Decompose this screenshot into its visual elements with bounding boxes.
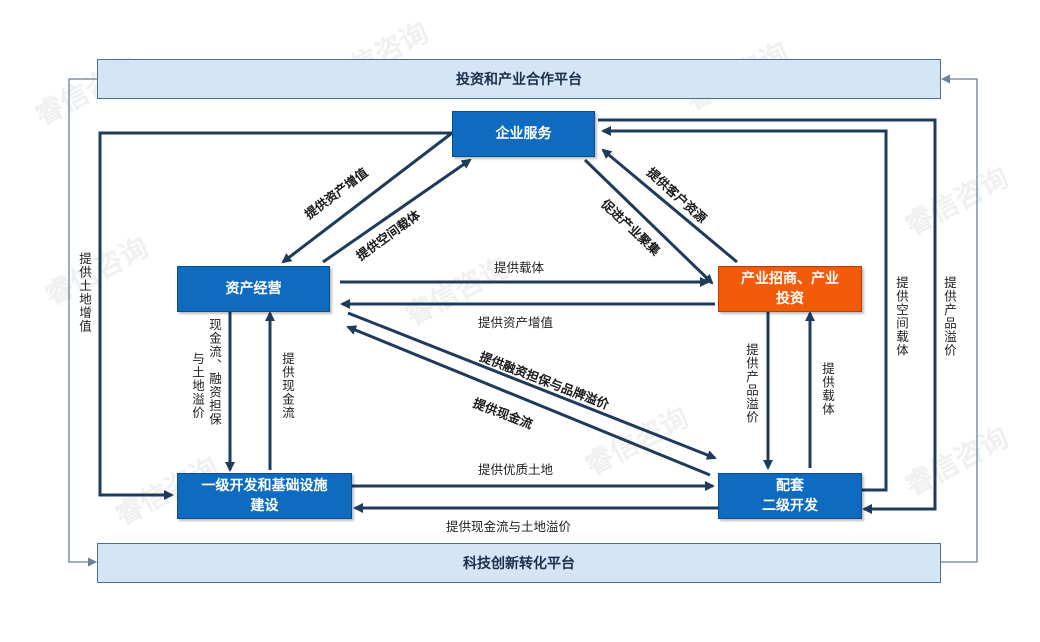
primary-development-label-line1: 一级开发和基础设施 [201, 478, 328, 494]
label-land-appreciation-left: 提供土地增值 [77, 252, 92, 333]
supporting-development-label-line2: 二级开发 [762, 498, 818, 514]
label-product-premium-left: 提供产品溢价 [744, 343, 759, 424]
label-product-premium-right: 提供产品溢价 [942, 276, 957, 357]
industry-investment-node: 产业招商、产业 投资 [718, 266, 862, 312]
arrow-service-to-supporting-product [598, 118, 937, 514]
supporting-development-label-line1: 配套 [776, 478, 804, 494]
industry-investment-label-line1: 产业招商、产业 [741, 271, 839, 287]
arrow-supporting-to-asset [346, 325, 711, 477]
label-cash-financing: 现金流、融资担保 [207, 318, 222, 426]
arrow-investment-to-service [601, 148, 738, 264]
label-carrier-vertical: 提供载体 [820, 362, 835, 416]
primary-development-label-line2: 建设 [250, 498, 279, 514]
enterprise-service-label: 企业服务 [495, 126, 552, 142]
outer-loop-left [68, 78, 97, 567]
asset-operation-label: 资产经营 [225, 281, 282, 297]
label-carrier-horizontal: 提供载体 [494, 260, 545, 275]
arrow-service-to-primary-left-loop [98, 131, 452, 500]
supporting-development-node: 配套 二级开发 [718, 473, 862, 519]
arrow-service-to-investment [583, 158, 714, 285]
outer-loop-right [941, 74, 978, 563]
industry-investment-label-line2: 投资 [776, 291, 804, 307]
arrow-asset-to-supporting [347, 311, 717, 460]
label-cashflow-vertical: 提供现金流 [280, 352, 295, 420]
label-space-carrier-right: 提供空间载体 [894, 276, 909, 357]
label-asset-appreciation-horizontal: 提供资产增值 [478, 315, 554, 330]
label-quality-land: 提供优质土地 [478, 462, 554, 477]
label-land-premium: 与土地溢价 [190, 352, 205, 420]
arrow-asset-to-service [322, 158, 472, 264]
investment-cooperation-platform: 投资和产业合作平台 [97, 59, 941, 99]
enterprise-service-node: 企业服务 [452, 111, 595, 157]
arrow-supporting-to-service-space [601, 126, 888, 492]
asset-operation-node: 资产经营 [177, 266, 330, 312]
label-cash-land-premium: 提供现金流与土地溢价 [446, 519, 572, 534]
tech-innovation-platform: 科技创新转化平台 [97, 543, 941, 583]
primary-development-node: 一级开发和基础设施 建设 [177, 473, 352, 519]
arrow-service-to-asset [281, 131, 453, 264]
